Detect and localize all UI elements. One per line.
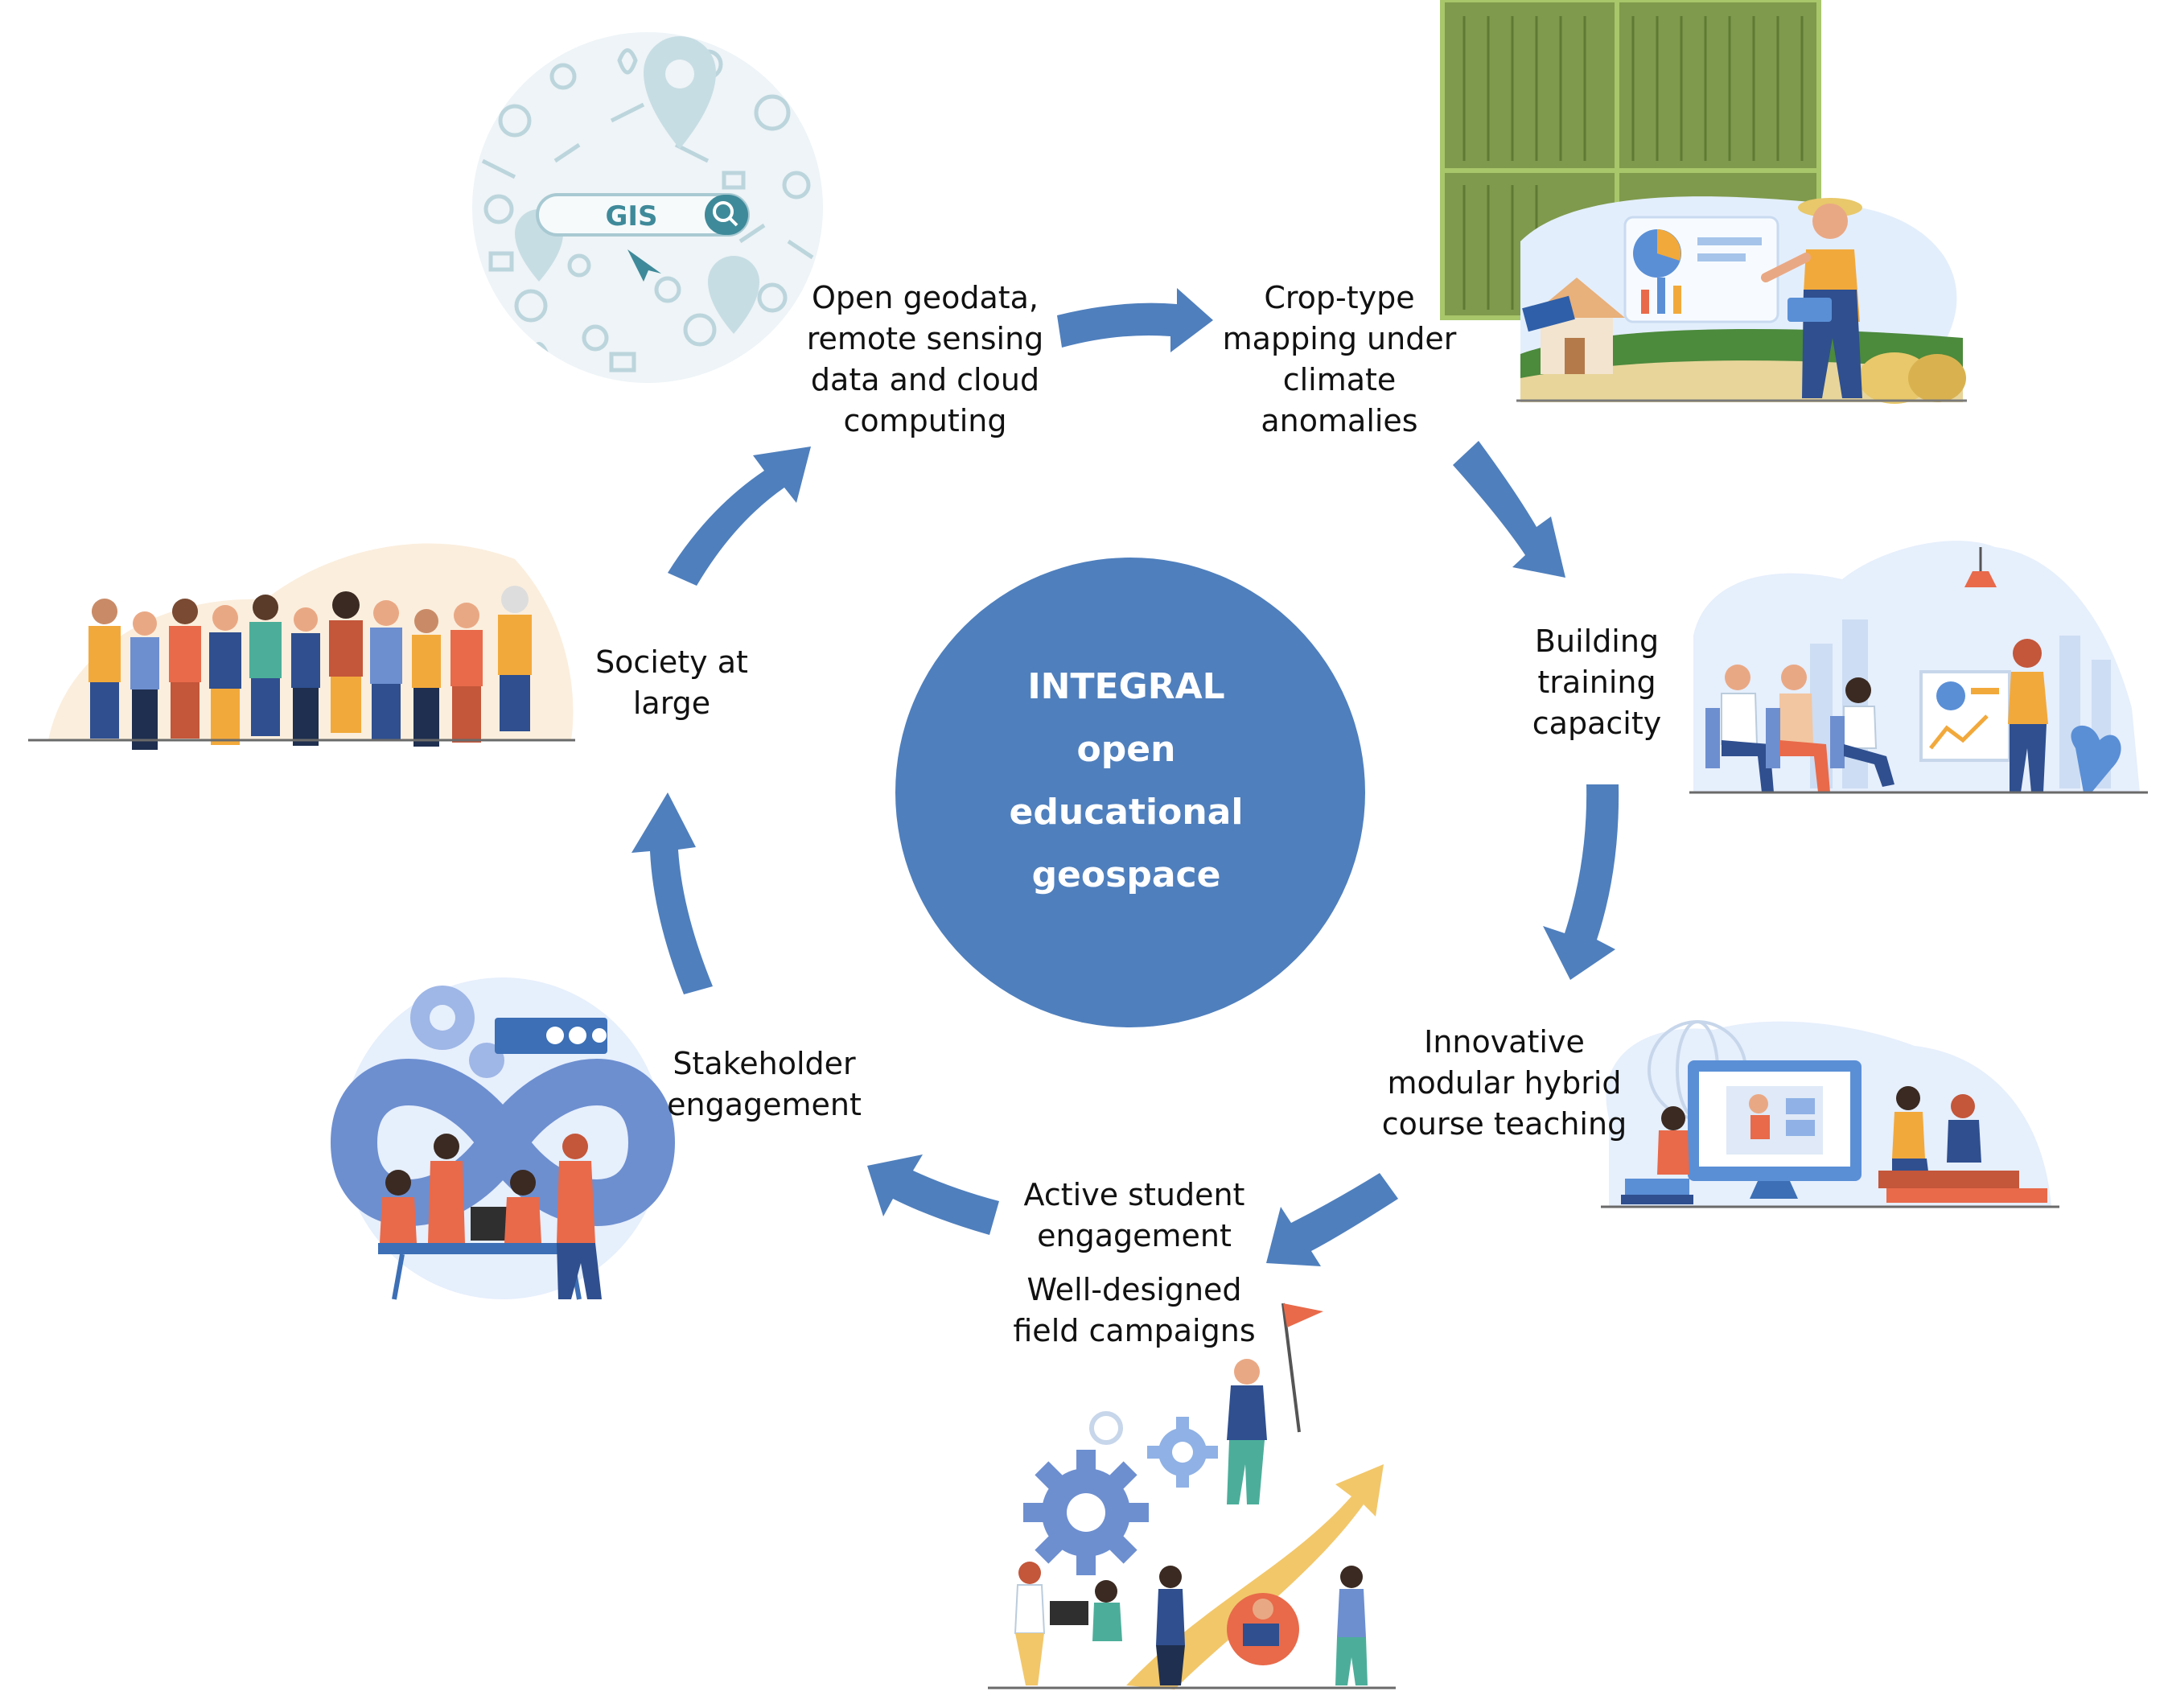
gis-search-icon: GIS: [472, 32, 823, 383]
training-presentation-icon: [1689, 541, 2148, 794]
node-student-engagement: Active student engagement: [1023, 1177, 1245, 1253]
arrow-training-to-hybrid: [1543, 784, 1619, 980]
arrow-geodata-to-crop: [1057, 288, 1213, 352]
cycle-arrows: [631, 288, 1619, 1266]
people-crowd-icon: [28, 543, 575, 750]
center-circle: [895, 558, 1365, 1027]
node-crop-mapping: Crop-type mapping under climate anomalie…: [1222, 280, 1457, 438]
node-training: Building training capacity: [1532, 624, 1662, 741]
node-stakeholder: Stakeholder engagement: [667, 1046, 862, 1122]
node-field-campaigns: Well-designed field campaigns: [1013, 1272, 1256, 1348]
node-open-geodata: Open geodata, remote sensing data and cl…: [806, 280, 1044, 438]
farmer-crop-fields-icon: [1440, 0, 1967, 404]
arrow-stakeholder-to-society: [631, 792, 713, 994]
node-society: Society at large: [595, 644, 748, 721]
gis-badge-text: GIS: [605, 200, 657, 233]
arrow-society-to-geodata: [668, 447, 811, 586]
online-course-icon: [1601, 1020, 2059, 1208]
arrow-crop-to-training: [1453, 441, 1565, 578]
arrow-student-to-stakeholder: [867, 1154, 999, 1235]
infinity-teamwork-icon: [330, 977, 676, 1300]
node-hybrid-teaching: Innovative modular hybrid course teachin…: [1381, 1024, 1627, 1142]
center-title: INTEGRAL open educational geospace: [1009, 666, 1244, 895]
team-success-icon: [988, 1303, 1396, 1689]
arrow-hybrid-to-student: [1266, 1173, 1398, 1266]
